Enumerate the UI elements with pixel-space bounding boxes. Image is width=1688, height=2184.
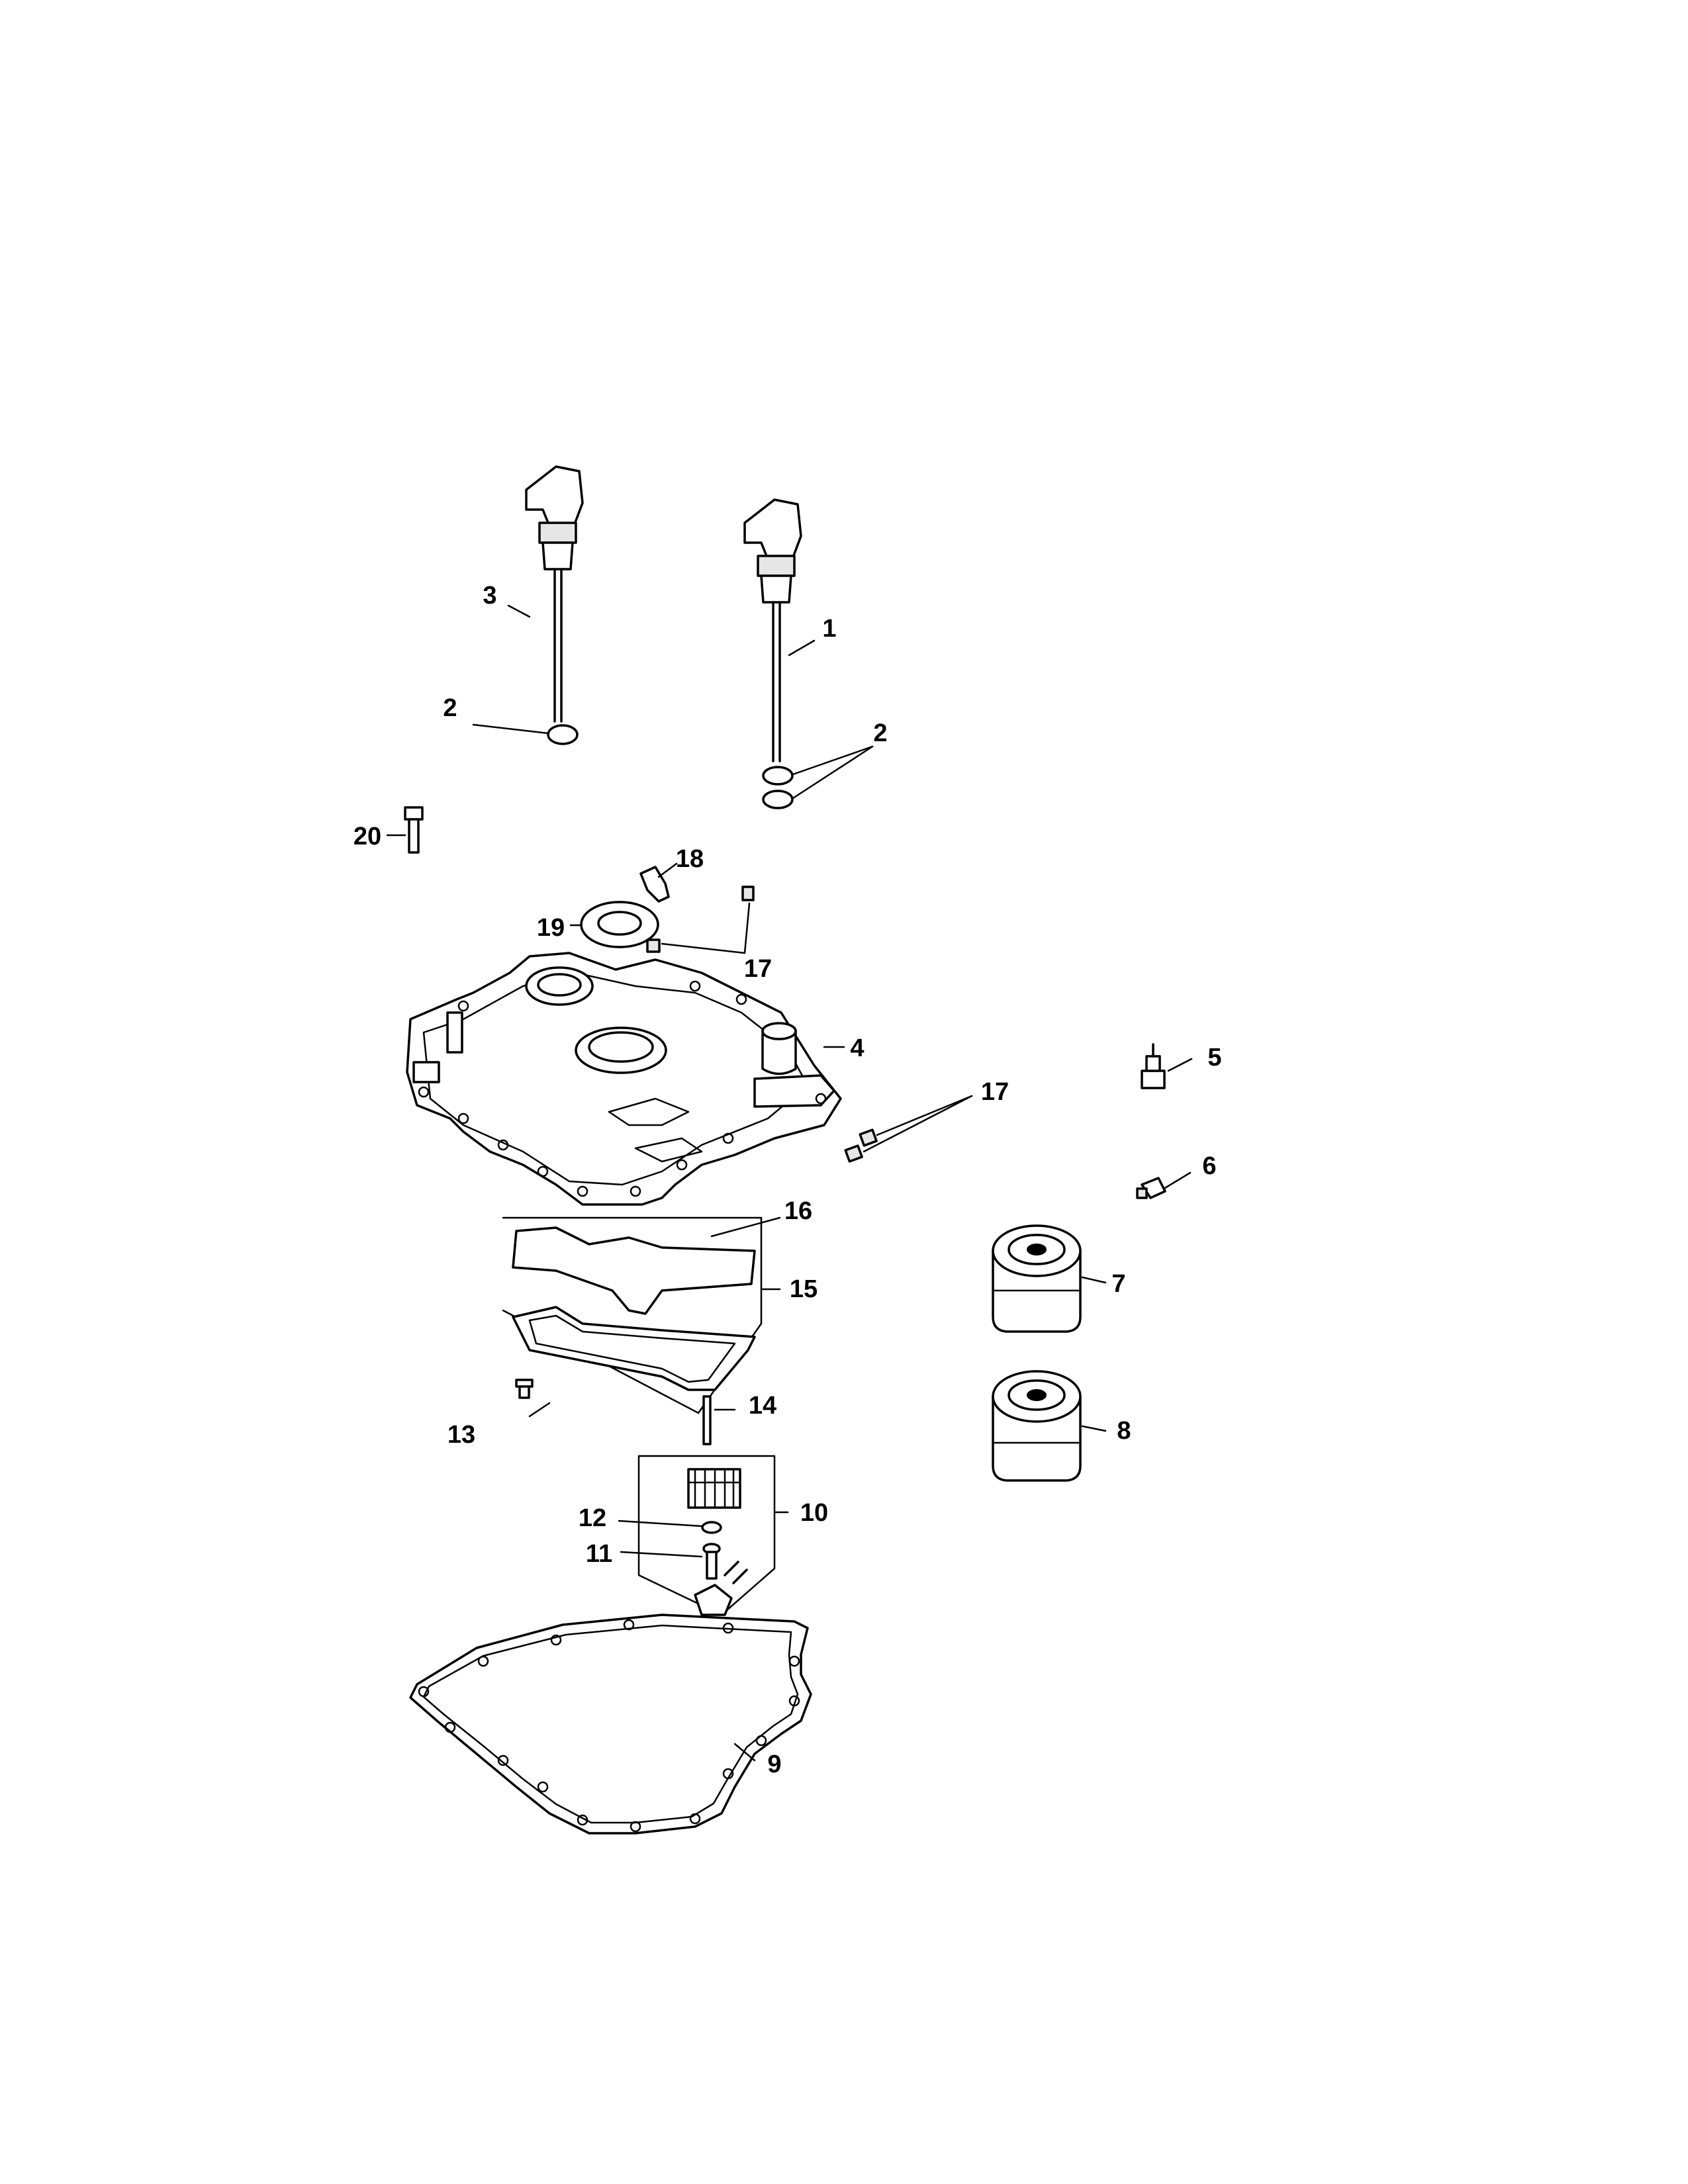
callout-14: 14 — [749, 1392, 776, 1420]
washer-12 — [701, 1521, 722, 1534]
dipstick-left — [525, 465, 584, 723]
callout-10: 10 — [800, 1499, 828, 1527]
plug-17-b — [646, 938, 661, 953]
oil-pump-kit-10 — [637, 1455, 776, 1616]
callout-5: 5 — [1207, 1044, 1221, 1071]
pin-14 — [702, 1395, 712, 1445]
callout-17-right: 17 — [981, 1078, 1009, 1106]
sump-gasket-9 — [409, 1614, 812, 1835]
elbow-fitting-18 — [639, 866, 670, 903]
screw-13 — [515, 1379, 534, 1399]
callout-labels: 1 2 2 3 4 5 6 7 8 9 10 11 12 13 14 15 16… — [353, 582, 1222, 1778]
o-ring-right-lower — [762, 790, 794, 809]
callout-2-left: 2 — [443, 694, 457, 722]
fitting-6 — [1136, 1177, 1166, 1199]
callout-19: 19 — [537, 914, 565, 942]
oil-filter-7 — [992, 1224, 1082, 1333]
callout-4: 4 — [850, 1034, 864, 1062]
callout-13: 13 — [447, 1421, 475, 1449]
oil-seal-19 — [580, 901, 659, 948]
leader-lines — [386, 604, 1193, 1762]
callout-3: 3 — [483, 582, 496, 610]
callout-1: 1 — [822, 615, 836, 643]
callout-16: 16 — [784, 1197, 812, 1225]
callout-17-top: 17 — [744, 955, 772, 983]
gasket-16 — [512, 1226, 756, 1315]
bolt-20 — [404, 806, 424, 854]
callout-7: 7 — [1111, 1270, 1125, 1298]
plug-17-a — [741, 886, 755, 901]
plug-17-c — [859, 1128, 878, 1147]
callout-9: 9 — [767, 1751, 781, 1778]
callout-2-right: 2 — [873, 719, 887, 747]
oil-sensor-5 — [1141, 1043, 1166, 1089]
callout-18: 18 — [676, 845, 704, 873]
shaft-11 — [706, 1551, 718, 1580]
o-ring-right-upper — [762, 766, 794, 786]
callout-6: 6 — [1202, 1152, 1216, 1180]
callout-8: 8 — [1117, 1417, 1131, 1445]
plug-17-d — [844, 1144, 863, 1163]
closure-plate-4 — [406, 952, 842, 1206]
oil-filter-8 — [992, 1370, 1082, 1482]
o-ring-left — [547, 724, 579, 745]
callout-12: 12 — [579, 1504, 606, 1532]
gasket-set-15 — [502, 1216, 763, 1414]
callout-15: 15 — [790, 1275, 818, 1303]
callout-11: 11 — [586, 1540, 612, 1568]
dipstick-right — [743, 498, 802, 762]
callout-20: 20 — [353, 823, 381, 850]
